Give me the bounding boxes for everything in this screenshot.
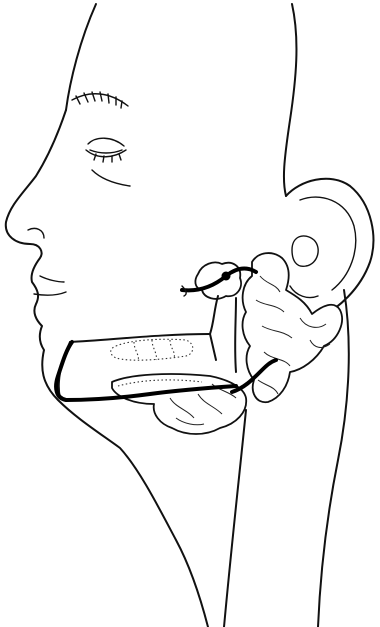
gland-connector	[235, 298, 236, 372]
eyebrow	[72, 92, 128, 108]
lip-crease	[40, 276, 64, 282]
back-of-head-outline	[284, 4, 297, 196]
cheek-crease	[92, 170, 130, 186]
nostril-outline	[28, 228, 44, 238]
submandibular-gland	[112, 374, 246, 434]
sublingual-gland	[111, 339, 193, 360]
parotid-gland	[243, 253, 343, 402]
closed-eye	[86, 138, 126, 162]
sublingual-lobules	[134, 340, 174, 360]
neck-front-outline	[224, 410, 246, 627]
parotid-anterior-border	[210, 296, 218, 360]
face-profile-outline	[6, 110, 208, 627]
